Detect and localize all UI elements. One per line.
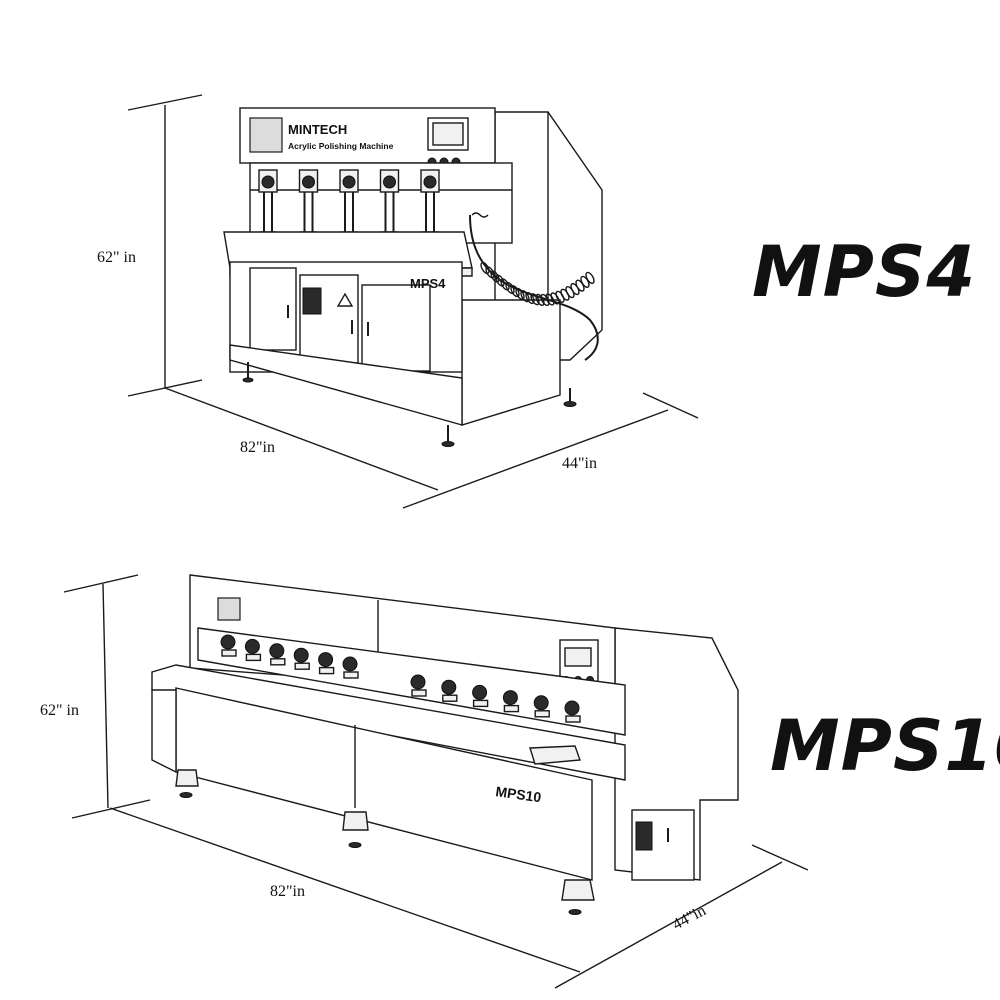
- mps10-height-tick-top: [63, 574, 139, 593]
- mps4-coiled-hose: [469, 214, 599, 361]
- mps10-depth-tick: [751, 844, 809, 871]
- mps10-polishing-head: [564, 700, 581, 723]
- mps10-model-title: MPS10: [770, 705, 1000, 787]
- mps10-polishing-head: [269, 643, 286, 666]
- mps4-subtitle-text: Acrylic Polishing Machine: [288, 141, 394, 151]
- mps10-polishing-head: [502, 690, 520, 713]
- mps4-length-label: 82"in: [240, 439, 275, 456]
- mps10-depth-line: [554, 861, 783, 989]
- mps10-vent-grille: [635, 821, 653, 851]
- mps4-depth-label: 44"in: [562, 455, 597, 472]
- mps10-machine: MPS10: [151, 574, 739, 915]
- mps4-depth-tick: [642, 392, 699, 419]
- mps10-polishing-head: [533, 695, 550, 718]
- mps10-polishing-head: [293, 647, 310, 670]
- mps4-dimensions: 62" in 82"in 44"in: [97, 94, 699, 509]
- mps4-height-tick-top: [127, 94, 203, 111]
- mps4-machine: MINTECH Acrylic Polishing Machine MPS4: [223, 107, 603, 447]
- mps10-polishing-head: [318, 652, 335, 675]
- mps10-length-line: [109, 807, 581, 973]
- mps4-height-label: 62" in: [97, 249, 136, 266]
- mps4-cabinet-door-right: [361, 284, 431, 372]
- mps10-guide-block: [529, 745, 581, 765]
- mps10-length-label: 82"in: [270, 883, 305, 900]
- mps10-polishing-head: [472, 684, 489, 708]
- mps10-foot: [561, 879, 595, 901]
- mps4-label-sticker: [249, 117, 283, 153]
- mps4-brand-text: MINTECH: [288, 122, 347, 137]
- mps10-polishing-head: [342, 656, 359, 679]
- mps4-depth-line: [402, 409, 669, 509]
- mps4-length-line: [164, 387, 439, 491]
- mps10-foot: [342, 811, 369, 831]
- mps10-polishing-head: [441, 679, 458, 702]
- mps10-label-sticker: [217, 597, 241, 621]
- mps4-plate-label: MPS4: [410, 276, 446, 291]
- mps10-height-label: 62" in: [40, 702, 79, 719]
- mps4-cabinet-door-left: [249, 267, 297, 351]
- mps4-warning-icon: [336, 292, 354, 307]
- mps10-worktable: [151, 664, 626, 781]
- mps4-model-title: MPS4: [752, 231, 976, 313]
- mps10-depth-label: 44"in: [670, 902, 709, 933]
- mps10-touchscreen: [564, 647, 592, 667]
- mps10-plate-label: MPS10: [495, 783, 543, 805]
- mps10-height-line: [102, 583, 109, 809]
- mps10-polishing-head: [410, 674, 427, 697]
- mps4-vent-grille: [302, 287, 322, 315]
- mps4-cabinet-side: [461, 299, 561, 426]
- mps10-foot: [175, 769, 199, 787]
- mps10-polishing-head: [220, 634, 237, 657]
- mps10-polishing-heads: [220, 634, 581, 723]
- mps10-polishing-head: [244, 638, 262, 662]
